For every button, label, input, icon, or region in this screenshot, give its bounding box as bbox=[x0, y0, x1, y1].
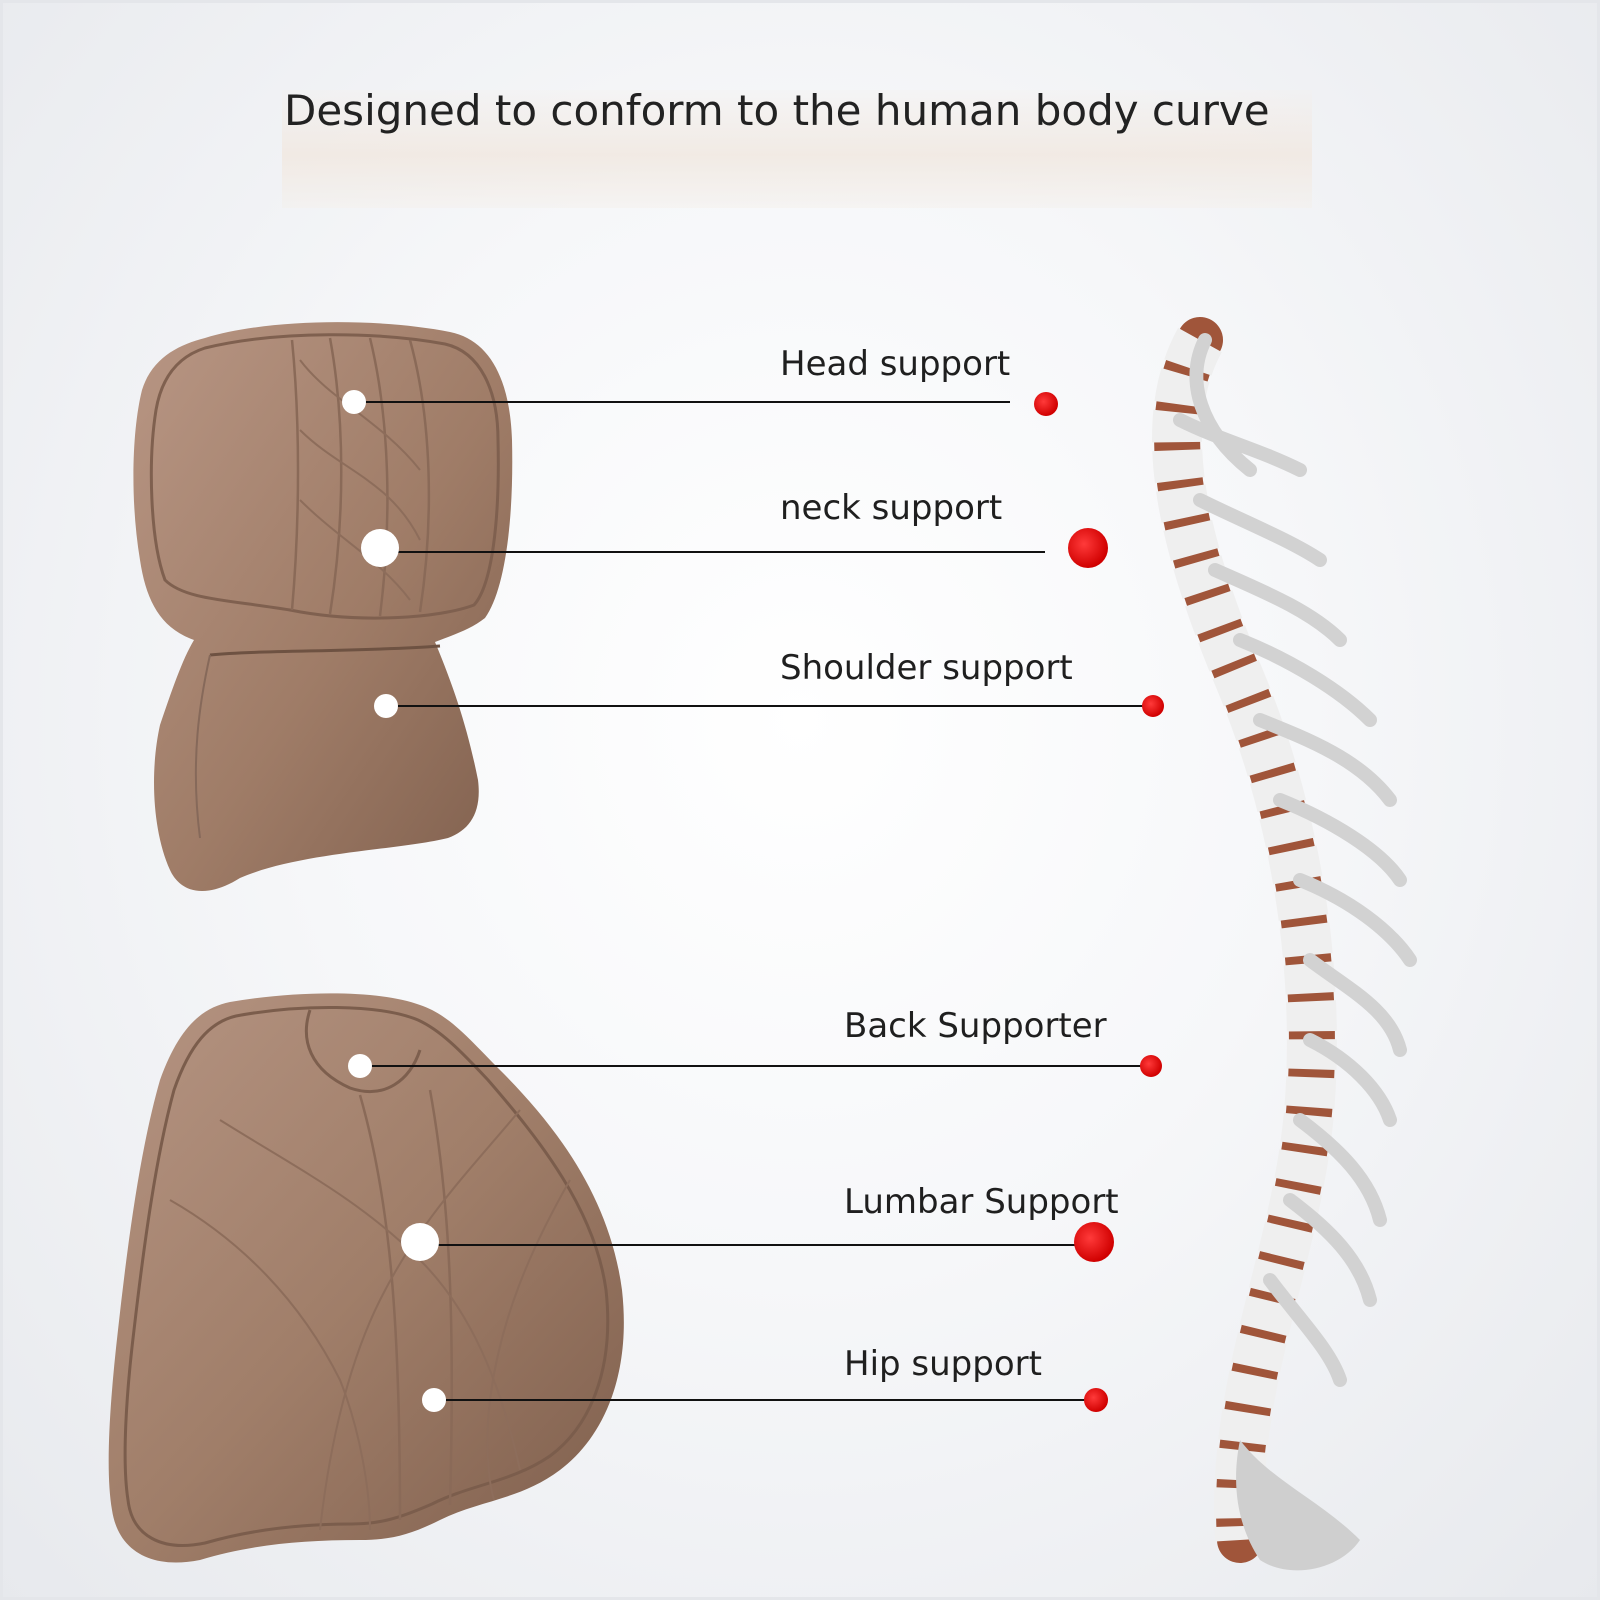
shoulder-red-marker bbox=[1142, 695, 1164, 717]
headline: Designed to conform to the human body cu… bbox=[284, 86, 1270, 135]
lumbar-support-label: Lumbar Support bbox=[844, 1182, 1119, 1222]
lumbar-point-marker bbox=[401, 1223, 439, 1261]
back-supporter-label: Back Supporter bbox=[844, 1006, 1107, 1046]
back-point-marker bbox=[348, 1054, 372, 1078]
head-point-marker bbox=[342, 390, 366, 414]
shoulder-support-label: Shoulder support bbox=[780, 648, 1073, 688]
neck-support-label: neck support bbox=[780, 488, 1003, 528]
back-red-marker bbox=[1140, 1055, 1162, 1077]
hip-point-marker bbox=[422, 1388, 446, 1412]
lumbar-red-marker bbox=[1074, 1222, 1114, 1262]
head-red-marker bbox=[1034, 392, 1058, 416]
spine-illustration bbox=[1152, 317, 1417, 1571]
leader-lines bbox=[354, 401, 1152, 1401]
neck-pillow bbox=[133, 322, 513, 892]
lumbar-pillow bbox=[108, 993, 624, 1563]
title-backdrop bbox=[282, 90, 1312, 208]
red-markers bbox=[1034, 392, 1164, 1412]
neck-red-marker bbox=[1068, 528, 1108, 568]
shoulder-point-marker bbox=[374, 694, 398, 718]
neck-point-marker bbox=[361, 529, 399, 567]
hip-support-label: Hip support bbox=[844, 1344, 1042, 1384]
head-support-label: Head support bbox=[780, 344, 1011, 384]
hip-red-marker bbox=[1084, 1388, 1108, 1412]
pillow-markers bbox=[342, 390, 446, 1412]
